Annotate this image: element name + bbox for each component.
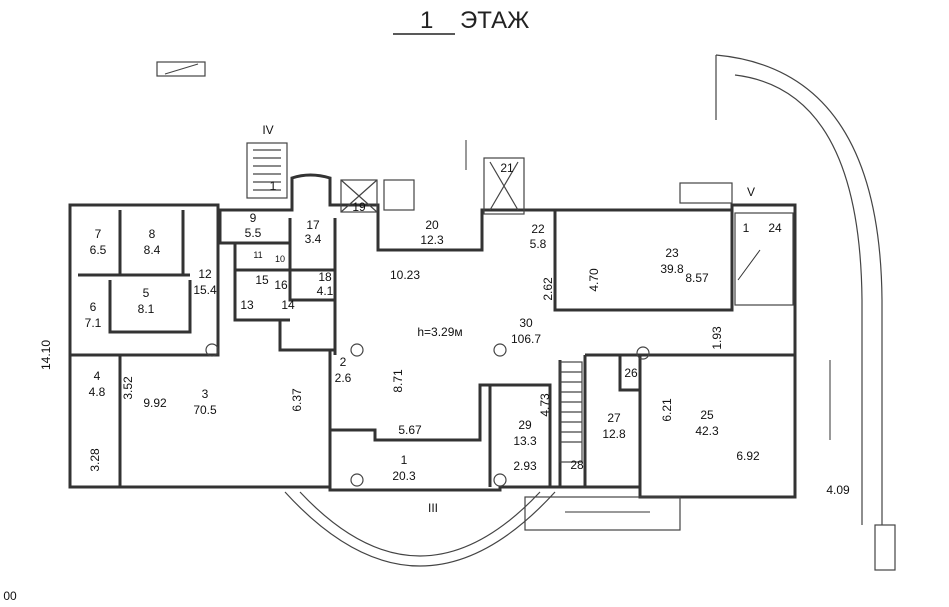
svg-text:7.1: 7.1 <box>85 316 102 330</box>
svg-text:27: 27 <box>607 411 621 425</box>
svg-text:10: 10 <box>275 254 285 264</box>
stair-iv <box>246 142 288 199</box>
svg-text:11: 11 <box>253 250 262 260</box>
svg-text:8.57: 8.57 <box>685 271 709 285</box>
svg-text:8.1: 8.1 <box>138 302 155 316</box>
svg-text:1.93: 1.93 <box>710 326 724 350</box>
svg-text:23: 23 <box>665 246 679 260</box>
svg-text:1: 1 <box>270 179 277 193</box>
svg-text:6: 6 <box>90 300 97 314</box>
driveway-marker <box>874 524 896 571</box>
svg-text:29: 29 <box>518 418 532 432</box>
svg-text:4.1: 4.1 <box>317 284 334 298</box>
svg-text:3: 3 <box>202 387 209 401</box>
lift-19 <box>340 179 378 213</box>
svg-text:6.92: 6.92 <box>736 449 760 463</box>
svg-text:13.3: 13.3 <box>513 434 537 448</box>
svg-text:3.28: 3.28 <box>88 448 102 472</box>
driveway-curve <box>715 54 883 525</box>
svg-text:5.8: 5.8 <box>530 237 547 251</box>
svg-text:16: 16 <box>274 278 288 292</box>
svg-text:9: 9 <box>250 211 257 225</box>
stair-28 <box>559 361 583 463</box>
svg-text:20: 20 <box>425 218 439 232</box>
svg-text:7: 7 <box>95 227 102 241</box>
section-mark: IV <box>262 123 273 137</box>
svg-text:6.21: 6.21 <box>660 398 674 422</box>
svg-text:10.23: 10.23 <box>390 268 420 282</box>
interior-walls <box>70 205 795 487</box>
svg-text:1: 1 <box>401 453 408 467</box>
svg-text:5.67: 5.67 <box>398 423 422 437</box>
corner-text: 00 <box>3 589 17 603</box>
svg-text:12.3: 12.3 <box>420 233 444 247</box>
svg-text:1: 1 <box>743 221 750 235</box>
svg-text:4.73: 4.73 <box>538 393 552 417</box>
svg-text:21: 21 <box>500 161 514 175</box>
svg-text:4.8: 4.8 <box>89 385 106 399</box>
svg-text:8.4: 8.4 <box>144 243 161 257</box>
svg-text:4: 4 <box>94 369 101 383</box>
svg-text:3.52: 3.52 <box>121 376 135 400</box>
svg-text:19: 19 <box>352 200 366 214</box>
svg-text:5.5: 5.5 <box>245 226 262 240</box>
svg-text:24: 24 <box>768 221 782 235</box>
ceiling-height: h=3.29м <box>417 325 462 339</box>
svg-text:20.3: 20.3 <box>392 469 416 483</box>
columns <box>205 343 650 487</box>
svg-text:39.8: 39.8 <box>660 262 684 276</box>
floor-title: ЭТАЖ <box>460 7 529 34</box>
room-numbers: 11 10 15 16 13 14 19 21 1 24 28 26 1 <box>240 161 782 472</box>
svg-text:3.4: 3.4 <box>305 232 322 246</box>
floor-number: 1 <box>420 7 433 34</box>
section-mark: III <box>428 501 438 515</box>
ramp <box>524 496 681 531</box>
svg-text:28: 28 <box>570 458 584 472</box>
svg-text:15: 15 <box>255 273 269 287</box>
svg-text:22: 22 <box>531 222 545 236</box>
svg-text:4.70: 4.70 <box>587 268 601 292</box>
svg-text:18: 18 <box>318 270 332 284</box>
svg-text:15.4: 15.4 <box>193 283 217 297</box>
svg-text:70.5: 70.5 <box>193 403 217 417</box>
svg-text:8: 8 <box>149 227 156 241</box>
svg-text:8.71: 8.71 <box>391 369 405 393</box>
entrance-arc <box>284 491 556 567</box>
svg-text:30: 30 <box>519 316 533 330</box>
svg-text:13: 13 <box>240 298 254 312</box>
svg-text:14: 14 <box>281 298 295 312</box>
svg-text:2.93: 2.93 <box>513 459 537 473</box>
svg-text:2: 2 <box>340 355 347 369</box>
legend-symbol <box>156 61 206 77</box>
svg-text:6.37: 6.37 <box>290 388 304 412</box>
section-mark: V <box>747 185 755 199</box>
stair-v <box>679 182 794 306</box>
svg-text:5: 5 <box>143 286 150 300</box>
lift-21 <box>483 157 525 215</box>
svg-text:106.7: 106.7 <box>511 332 541 346</box>
svg-text:12: 12 <box>198 267 212 281</box>
svg-text:25: 25 <box>700 408 714 422</box>
svg-text:2.6: 2.6 <box>335 371 352 385</box>
svg-text:17: 17 <box>306 218 320 232</box>
svg-text:2.62: 2.62 <box>541 277 555 301</box>
svg-text:4.09: 4.09 <box>826 483 850 497</box>
svg-text:42.3: 42.3 <box>695 424 719 438</box>
dimension-labels: 14.10 3.52 9.92 6.37 3.28 8.71 5.67 10.2… <box>39 268 850 497</box>
svg-text:9.92: 9.92 <box>143 396 167 410</box>
svg-text:26: 26 <box>624 366 638 380</box>
svg-text:12.8: 12.8 <box>602 427 626 441</box>
svg-text:6.5: 6.5 <box>90 243 107 257</box>
svg-text:14.10: 14.10 <box>39 340 53 370</box>
stair-small <box>383 179 415 211</box>
